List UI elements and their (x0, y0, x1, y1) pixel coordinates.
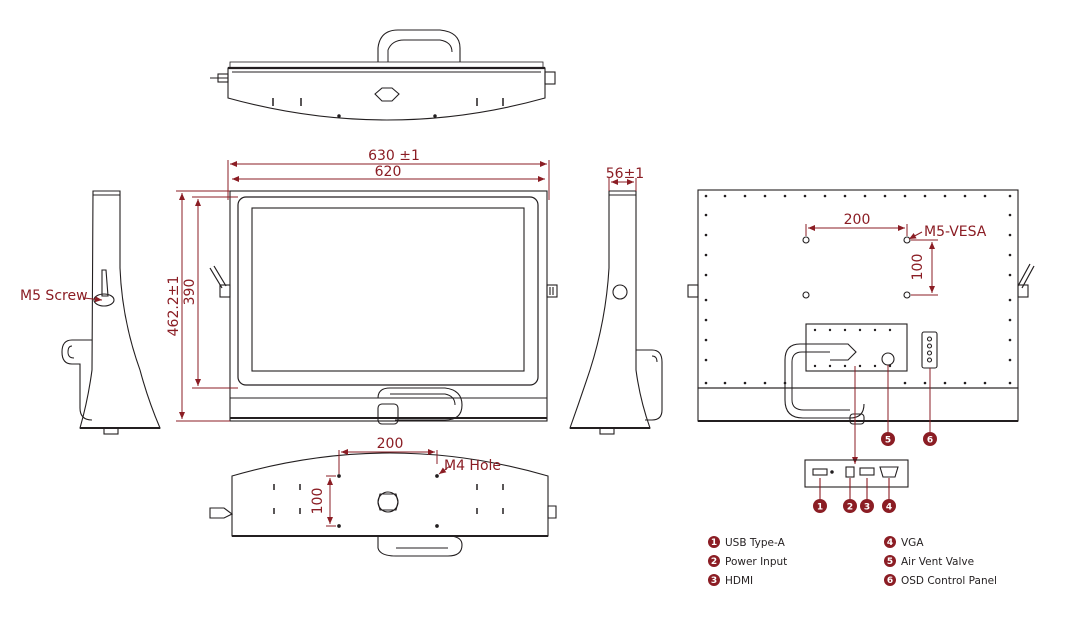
right-side-view (569, 190, 663, 435)
legend-item-3: 3 HDMI (708, 574, 753, 587)
io-panel-detail (804, 459, 909, 500)
svg-text:3: 3 (711, 576, 717, 586)
svg-text:1: 1 (711, 538, 717, 548)
bottom-view (209, 452, 557, 557)
badge-5: 5 (881, 432, 895, 446)
svg-text:USB Type-A: USB Type-A (725, 537, 786, 549)
rear-view (687, 189, 1035, 425)
port-legend: 1 USB Type-A 2 Power Input 3 HDMI 4 VGA … (708, 536, 997, 587)
svg-text:VGA: VGA (901, 537, 924, 549)
svg-text:Power Input: Power Input (725, 556, 787, 568)
front-dimensions (176, 160, 550, 422)
svg-text:3: 3 (864, 503, 870, 513)
vesa-vertical-label: 100 (910, 254, 926, 281)
bottom-dimensions (326, 449, 451, 527)
svg-text:5: 5 (885, 436, 891, 446)
svg-text:6: 6 (887, 576, 893, 586)
badge-1: 1 (813, 499, 827, 513)
front-view (209, 190, 558, 425)
svg-text:Air Vent Valve: Air Vent Valve (901, 556, 974, 568)
rear-screw-dots (704, 194, 1012, 385)
m5-screw-leader (83, 296, 103, 303)
svg-text:HDMI: HDMI (725, 575, 753, 587)
legend-item-1: 1 USB Type-A (708, 536, 786, 549)
svg-text:1: 1 (817, 503, 823, 513)
vesa-dimensions (805, 224, 938, 464)
overall-height-label: 462.2±1 (166, 276, 182, 337)
overall-width-label: 630 ±1 (368, 148, 420, 164)
svg-text:4: 4 (887, 538, 893, 548)
svg-text:OSD Control Panel: OSD Control Panel (901, 575, 997, 587)
top-view (210, 29, 556, 121)
svg-text:5: 5 (887, 557, 893, 567)
depth-dimension (608, 178, 637, 191)
bottom-vertical-label: 100 (310, 488, 326, 515)
m5-screw-label: M5 Screw (20, 288, 88, 304)
badge-6: 6 (923, 432, 937, 446)
badge-3: 3 (860, 499, 874, 513)
badge-4: 4 (882, 499, 896, 513)
left-side-view (61, 190, 161, 435)
legend-item-2: 2 Power Input (708, 555, 787, 568)
legend-item-5: 5 Air Vent Valve (884, 555, 974, 568)
svg-text:4: 4 (886, 503, 892, 513)
svg-text:6: 6 (927, 436, 933, 446)
svg-text:2: 2 (711, 557, 717, 567)
bottom-horizontal-label: 200 (377, 436, 404, 452)
panel-width-label: 620 (375, 164, 402, 180)
depth-label: 56±1 (606, 166, 644, 182)
m4-hole-label: M4 Hole (444, 458, 501, 474)
m5-vesa-label: M5-VESA (924, 224, 987, 240)
vesa-horizontal-label: 200 (844, 212, 871, 228)
badge-2: 2 (843, 499, 857, 513)
panel-height-label: 390 (182, 279, 198, 306)
svg-text:2: 2 (847, 503, 853, 513)
legend-item-4: 4 VGA (884, 536, 924, 549)
legend-item-6: 6 OSD Control Panel (884, 574, 997, 587)
